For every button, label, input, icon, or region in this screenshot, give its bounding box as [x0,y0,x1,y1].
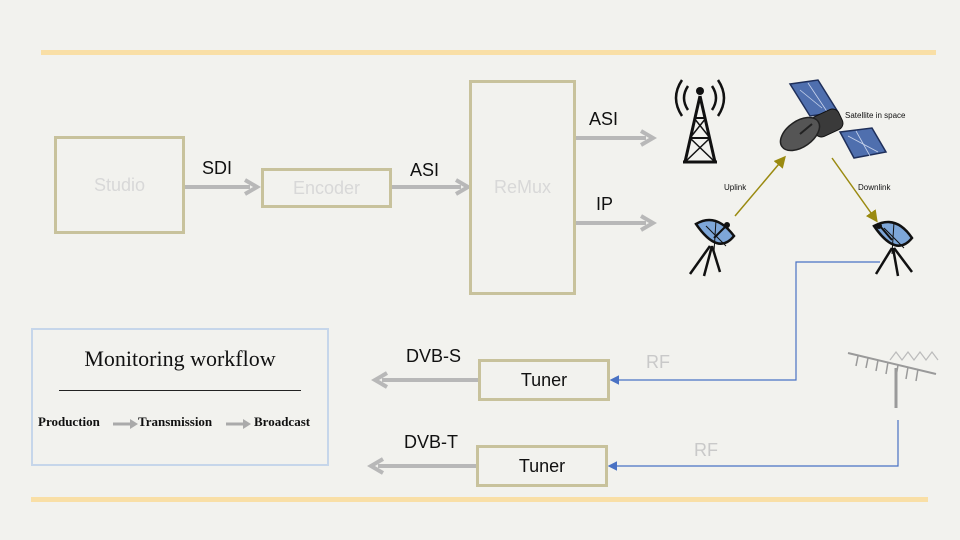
tuner-dvb-t-box: Tuner [476,445,608,487]
bottom-rule [31,497,928,502]
rf-line-satellite [609,261,880,385]
monitoring-divider [59,390,301,391]
arrow-remux-ip [576,214,657,232]
satellite-dish-downlink-icon [872,220,914,277]
arrow-encoder-remux [392,178,472,196]
dvb-t-label: DVB-T [404,432,458,452]
step-transmission: Transmission [138,414,213,429]
step-production: Production [38,414,100,429]
tuner-dvb-s-label: Tuner [520,369,568,390]
downlink-label: Downlink [858,183,891,192]
monitoring-workflow-panel: Monitoring workflow Production Transmiss… [31,328,329,466]
arrow-studio-encoder [185,178,261,196]
satellite-dish-uplink-icon [688,218,736,277]
monitoring-title: Monitoring workflow [84,346,276,371]
studio-box: Studio [54,136,185,234]
remux-label: ReMux [493,177,551,197]
step-broadcast: Broadcast [254,414,311,429]
downlink-arrow [831,157,878,223]
rf-line-terrestrial [607,420,899,471]
ip-out-label: IP [596,194,614,214]
satellite-icon [779,79,888,159]
antenna-tower-icon [674,79,726,164]
top-rule [41,50,936,55]
dvb-s-label: DVB-S [406,346,462,366]
studio-label: Studio [93,174,146,195]
tuner-dvb-t-label: Tuner [518,455,566,476]
rf-satellite-label: RF [646,352,670,372]
rf-terrestrial-label: RF [694,440,718,460]
step-arrow-icon [113,419,138,429]
tv-antenna-icon [847,351,939,408]
satellite-label: Satellite in space [845,111,906,120]
uplink-arrow [734,155,786,217]
encoder-box: Encoder [261,168,392,208]
arrow-remux-asi [576,129,657,147]
step-arrow-icon [226,419,251,429]
sdi-label: SDI [202,158,233,178]
arrow-dvb-s-out [371,371,478,389]
uplink-label: Uplink [724,183,747,192]
remux-box: ReMux [469,80,576,295]
arrow-dvb-t-out [367,457,476,475]
tuner-dvb-s-box: Tuner [478,359,610,401]
asi-out-label: ASI [589,109,619,129]
asi-encoder-label: ASI [410,160,440,180]
encoder-label: Encoder [292,177,361,198]
